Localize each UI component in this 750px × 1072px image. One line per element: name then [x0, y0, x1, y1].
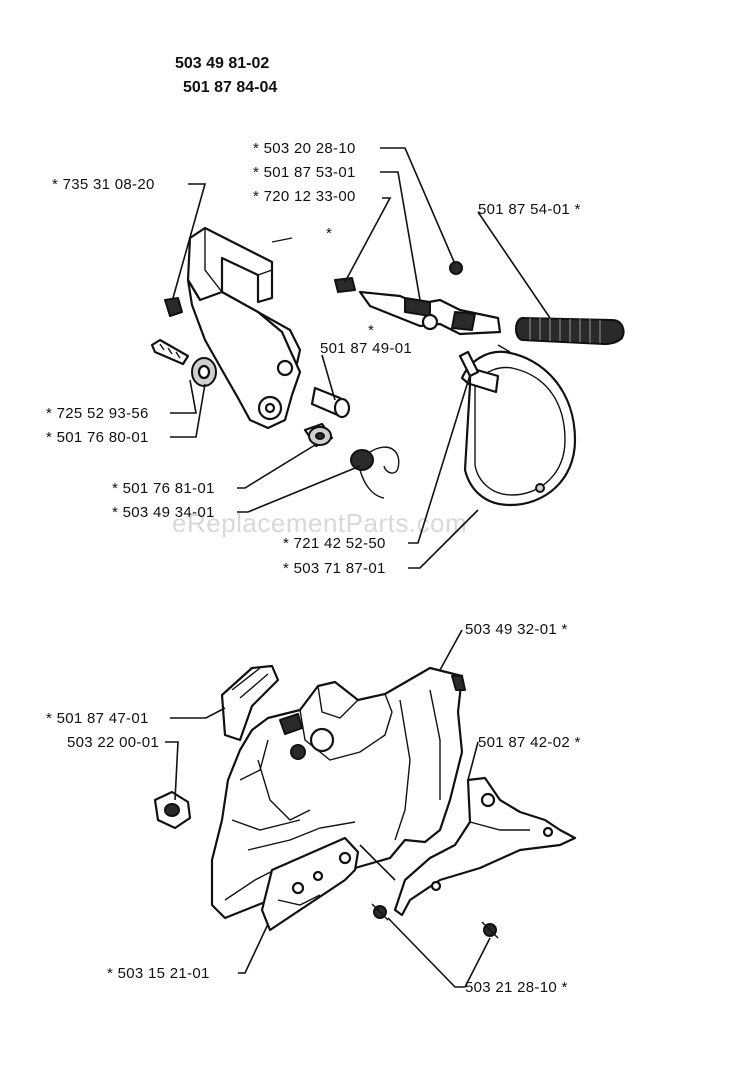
callout-501-87-42-02: 501 87 42-02 *: [478, 734, 581, 751]
asterisk-mark-2: *: [368, 322, 374, 339]
callout-501-87-54-01: 501 87 54-01 *: [478, 201, 581, 218]
brake-release-lever: [334, 261, 502, 336]
watermark: eReplacementParts.com: [172, 508, 467, 538]
bracket: [393, 776, 577, 917]
torsion-spring: [350, 446, 400, 499]
callout-503-22-00-01: 503 22 00-01: [67, 734, 159, 751]
callout-501-87-47-01: * 501 87 47-01: [46, 710, 149, 727]
callout-720-12-33-00: * 720 12 33-00: [253, 188, 356, 205]
callout-501-76-81-01: * 501 76 81-01: [112, 480, 215, 497]
deflector-plate: [220, 664, 280, 742]
upper-leader-lines: [170, 147, 551, 569]
assembly-number-2: 501 87 84-04: [183, 79, 277, 96]
clutch-cover: [210, 666, 466, 920]
assembly-number-1: 503 49 81-02: [175, 55, 269, 72]
callout-503-20-28-10: * 503 20 28-10: [253, 140, 356, 157]
callout-503-49-32-01: 503 49 32-01 *: [465, 621, 568, 638]
callout-735-31-08-20: * 735 31 08-20: [52, 176, 155, 193]
screw-735: [164, 297, 183, 317]
callout-721-42-52-50: * 721 42 52-50: [283, 535, 386, 552]
screws: [371, 903, 499, 939]
callout-501-87-49-01: 501 87 49-01: [320, 340, 412, 357]
lower-leader-lines: [165, 629, 491, 988]
chain-brake-handle: [186, 226, 302, 430]
pivot-pin: [310, 386, 351, 419]
bolt-725: [150, 338, 217, 387]
guard-plate: [260, 836, 360, 932]
pin: [458, 350, 480, 378]
brake-band: [460, 344, 577, 507]
callout-503-71-87-01: * 503 71 87-01: [283, 560, 386, 577]
asterisk-mark-1: *: [326, 225, 332, 242]
callout-725-52-93-56: * 725 52 93-56: [46, 405, 149, 422]
callout-503-49-34-01: * 503 49 34-01: [112, 504, 215, 521]
callout-503-21-28-10: 503 21 28-10 *: [465, 979, 568, 996]
callout-501-87-53-01: * 501 87 53-01: [253, 164, 356, 181]
callout-501-76-80-01: * 501 76 80-01: [46, 429, 149, 446]
callout-503-15-21-01: * 503 15 21-01: [107, 965, 210, 982]
sleeve: [303, 422, 334, 448]
callout-labels: * 735 31 08-20 * 503 20 28-10 * 501 87 5…: [46, 140, 581, 996]
coil-spring: [515, 317, 625, 345]
nut: [153, 790, 192, 830]
